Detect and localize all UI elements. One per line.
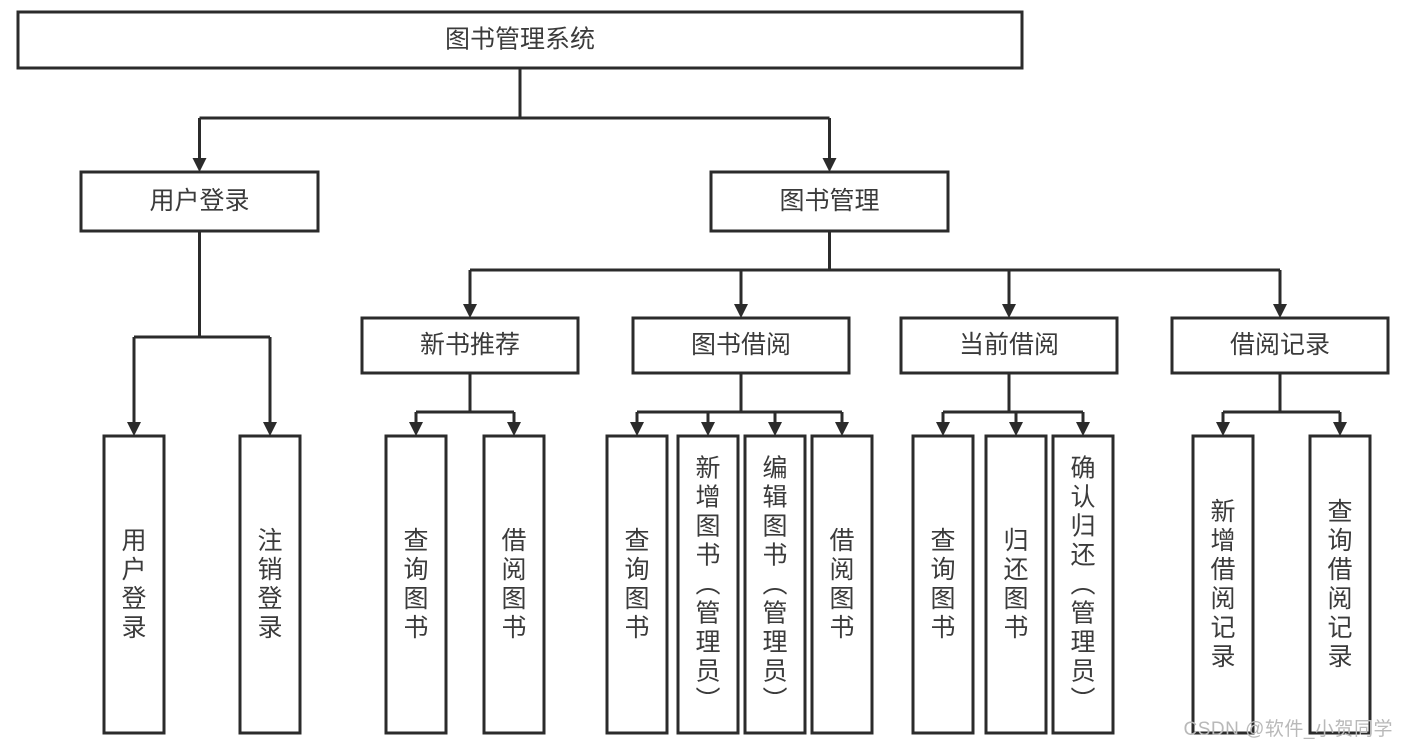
node-label: 用户登录 bbox=[121, 527, 146, 642]
node-新书推荐[interactable]: 新书推荐 bbox=[360, 316, 580, 375]
node-图书借阅[interactable]: 图书借阅 bbox=[631, 316, 851, 375]
node-box[interactable] bbox=[631, 316, 851, 375]
node-box[interactable] bbox=[238, 434, 302, 735]
node-box[interactable] bbox=[384, 434, 448, 735]
node-label: 编辑图书︵管理员︶ bbox=[762, 455, 787, 715]
node-编辑图书管理员[interactable]: 编辑图书︵管理员︶ bbox=[743, 434, 807, 735]
arrowhead-icon bbox=[1076, 422, 1090, 436]
arrowhead-icon bbox=[1009, 422, 1023, 436]
arrowhead-icon bbox=[1002, 304, 1016, 318]
arrowhead-icon bbox=[192, 158, 207, 172]
node-注销登录[interactable]: 注销登录 bbox=[238, 434, 302, 735]
node-box[interactable] bbox=[676, 434, 740, 735]
node-box[interactable] bbox=[1308, 434, 1372, 735]
node-归还图书[interactable]: 归还图书 bbox=[984, 434, 1048, 735]
arrowhead-icon bbox=[822, 158, 837, 172]
node-box[interactable] bbox=[1170, 316, 1390, 375]
connector-layer bbox=[127, 68, 1347, 436]
node-label: 新书推荐 bbox=[420, 331, 520, 359]
node-图书管理系统[interactable]: 图书管理系统 bbox=[16, 10, 1024, 70]
node-借阅图书[interactable]: 借阅图书 bbox=[810, 434, 874, 735]
node-查询图书[interactable]: 查询图书 bbox=[911, 434, 975, 735]
node-label: 图书借阅 bbox=[691, 331, 791, 359]
arrowhead-icon bbox=[127, 422, 141, 436]
node-label: 借阅记录 bbox=[1230, 331, 1330, 359]
arrowhead-icon bbox=[507, 422, 521, 436]
node-label: 查询图书 bbox=[624, 527, 649, 642]
node-box[interactable] bbox=[1051, 434, 1115, 735]
node-图书管理[interactable]: 图书管理 bbox=[709, 170, 950, 233]
node-label: 注销登录 bbox=[257, 527, 282, 642]
node-label: 查询图书 bbox=[930, 527, 955, 642]
arrowhead-icon bbox=[630, 422, 644, 436]
node-确认归还管理员[interactable]: 确认归还︵管理员︶ bbox=[1051, 434, 1115, 735]
arrowhead-icon bbox=[936, 422, 950, 436]
node-用户登录[interactable]: 用户登录 bbox=[102, 434, 166, 735]
node-layer: 图书管理系统用户登录图书管理新书推荐图书借阅当前借阅借阅记录用户登录注销登录查询… bbox=[16, 10, 1390, 735]
node-box[interactable] bbox=[360, 316, 580, 375]
node-box[interactable] bbox=[911, 434, 975, 735]
node-借阅记录[interactable]: 借阅记录 bbox=[1170, 316, 1390, 375]
node-用户登录[interactable]: 用户登录 bbox=[79, 170, 320, 233]
node-查询图书[interactable]: 查询图书 bbox=[605, 434, 669, 735]
node-box[interactable] bbox=[79, 170, 320, 233]
node-label: 新增图书︵管理员︶ bbox=[695, 455, 720, 715]
arrowhead-icon bbox=[1273, 304, 1287, 318]
node-box[interactable] bbox=[984, 434, 1048, 735]
node-box[interactable] bbox=[16, 10, 1024, 70]
node-label: 归还图书 bbox=[1003, 527, 1028, 642]
node-box[interactable] bbox=[899, 316, 1119, 375]
node-box[interactable] bbox=[102, 434, 166, 735]
node-查询图书[interactable]: 查询图书 bbox=[384, 434, 448, 735]
node-新增借阅记录[interactable]: 新增借阅记录 bbox=[1191, 434, 1255, 735]
node-label: 查询借阅记录 bbox=[1327, 498, 1352, 671]
node-label: 借阅图书 bbox=[829, 527, 854, 642]
arrowhead-icon bbox=[1333, 422, 1347, 436]
node-label: 新增借阅记录 bbox=[1210, 498, 1235, 671]
arrowhead-icon bbox=[1216, 422, 1230, 436]
node-当前借阅[interactable]: 当前借阅 bbox=[899, 316, 1119, 375]
arrowhead-icon bbox=[835, 422, 849, 436]
node-label: 查询图书 bbox=[403, 527, 428, 642]
node-box[interactable] bbox=[709, 170, 950, 233]
arrowhead-icon bbox=[734, 304, 748, 318]
node-label: 用户登录 bbox=[149, 187, 249, 215]
arrowhead-icon bbox=[409, 422, 423, 436]
arrowhead-icon bbox=[701, 422, 715, 436]
node-box[interactable] bbox=[1191, 434, 1255, 735]
node-label: 当前借阅 bbox=[959, 331, 1059, 359]
node-借阅图书[interactable]: 借阅图书 bbox=[482, 434, 546, 735]
node-box[interactable] bbox=[482, 434, 546, 735]
node-box[interactable] bbox=[743, 434, 807, 735]
node-查询借阅记录[interactable]: 查询借阅记录 bbox=[1308, 434, 1372, 735]
arrowhead-icon bbox=[463, 304, 477, 318]
node-label: 图书管理 bbox=[779, 187, 879, 215]
node-新增图书管理员[interactable]: 新增图书︵管理员︶ bbox=[676, 434, 740, 735]
node-box[interactable] bbox=[605, 434, 669, 735]
arrowhead-icon bbox=[263, 422, 277, 436]
node-label: 借阅图书 bbox=[501, 527, 526, 642]
arrowhead-icon bbox=[768, 422, 782, 436]
node-box[interactable] bbox=[810, 434, 874, 735]
node-label: 确认归还︵管理员︶ bbox=[1070, 455, 1095, 715]
node-label: 图书管理系统 bbox=[445, 26, 595, 54]
